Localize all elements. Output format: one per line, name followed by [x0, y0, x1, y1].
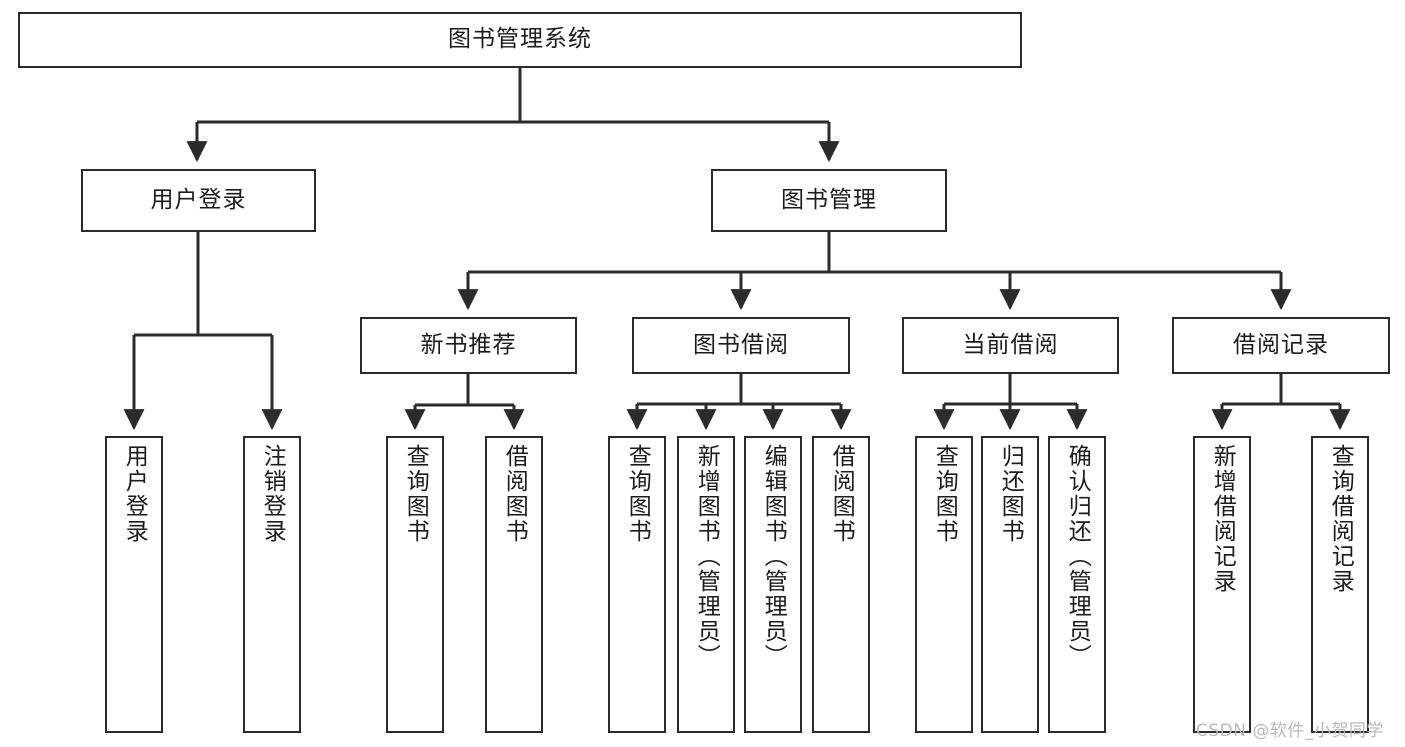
node-leaf-edit-book-label: 编辑图书（管理员）	[760, 444, 787, 669]
node-book-borrow[interactable]: 图书借阅	[632, 317, 850, 374]
node-leaf-add-record[interactable]: 新增借阅记录	[1193, 436, 1251, 733]
node-borrow-record-label: 借阅记录	[1233, 331, 1329, 358]
node-book-manage-label: 图书管理	[781, 186, 877, 213]
csdn-watermark: CSDN @软件_小贺同学	[1196, 721, 1384, 741]
node-leaf-borrow-book-rec[interactable]: 借阅图书	[485, 436, 543, 733]
node-current-borrow-label: 当前借阅	[962, 331, 1059, 358]
node-leaf-logout-label: 注销登录	[259, 444, 286, 544]
node-leaf-query-book-cur[interactable]: 查询图书	[915, 436, 973, 733]
node-leaf-borrow-book-bor-label: 借阅图书	[828, 444, 855, 544]
node-user-login[interactable]: 用户登录	[81, 169, 316, 232]
node-leaf-add-book-label: 新增图书（管理员）	[693, 444, 720, 669]
node-borrow-record[interactable]: 借阅记录	[1172, 317, 1390, 374]
node-root-label: 图书管理系统	[448, 26, 592, 53]
node-user-login-label: 用户登录	[150, 186, 247, 213]
node-leaf-user-login[interactable]: 用户登录	[105, 436, 163, 733]
node-leaf-query-record[interactable]: 查询借阅记录	[1311, 436, 1369, 733]
node-book-borrow-label: 图书借阅	[693, 331, 789, 358]
node-leaf-query-book-bor-label: 查询图书	[624, 444, 651, 544]
node-book-manage[interactable]: 图书管理	[711, 169, 947, 232]
node-leaf-return-book[interactable]: 归还图书	[981, 436, 1039, 733]
node-leaf-query-book-rec[interactable]: 查询图书	[386, 436, 444, 733]
node-leaf-confirm-return[interactable]: 确认归还（管理员）	[1048, 436, 1106, 733]
node-leaf-query-book-rec-label: 查询图书	[402, 444, 429, 544]
node-leaf-logout[interactable]: 注销登录	[243, 436, 301, 733]
node-leaf-borrow-book-rec-label: 借阅图书	[501, 444, 528, 544]
node-leaf-confirm-return-label: 确认归还（管理员）	[1064, 444, 1091, 669]
node-leaf-add-book[interactable]: 新增图书（管理员）	[677, 436, 735, 733]
node-root[interactable]: 图书管理系统	[18, 12, 1022, 68]
node-leaf-return-book-label: 归还图书	[997, 444, 1024, 544]
node-new-book-recommend[interactable]: 新书推荐	[360, 317, 577, 374]
node-leaf-query-book-cur-label: 查询图书	[931, 444, 958, 544]
node-leaf-borrow-book-bor[interactable]: 借阅图书	[812, 436, 870, 733]
node-leaf-query-record-label: 查询借阅记录	[1327, 444, 1354, 594]
node-leaf-user-login-label: 用户登录	[121, 444, 148, 544]
node-leaf-edit-book[interactable]: 编辑图书（管理员）	[744, 436, 802, 733]
node-leaf-query-book-bor[interactable]: 查询图书	[608, 436, 666, 733]
node-current-borrow[interactable]: 当前借阅	[902, 317, 1119, 374]
node-leaf-add-record-label: 新增借阅记录	[1209, 444, 1236, 594]
node-new-book-recommend-label: 新书推荐	[420, 331, 517, 358]
